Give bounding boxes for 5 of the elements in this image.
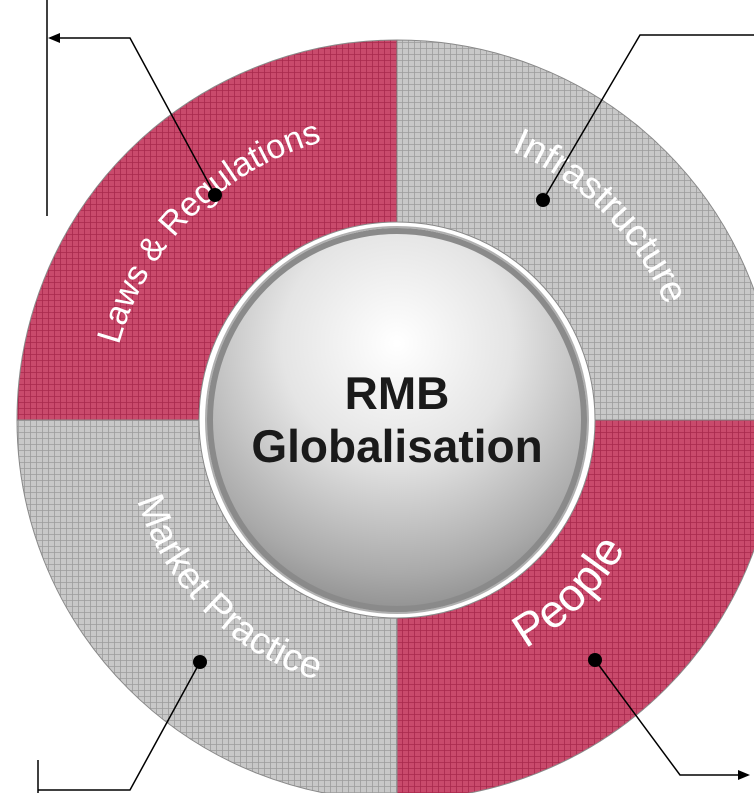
leader-line	[588, 653, 750, 780]
leader-line	[38, 655, 207, 791]
leader-line	[536, 34, 754, 207]
center-title: RMB Globalisation	[250, 367, 544, 473]
leader-line	[48, 33, 222, 202]
